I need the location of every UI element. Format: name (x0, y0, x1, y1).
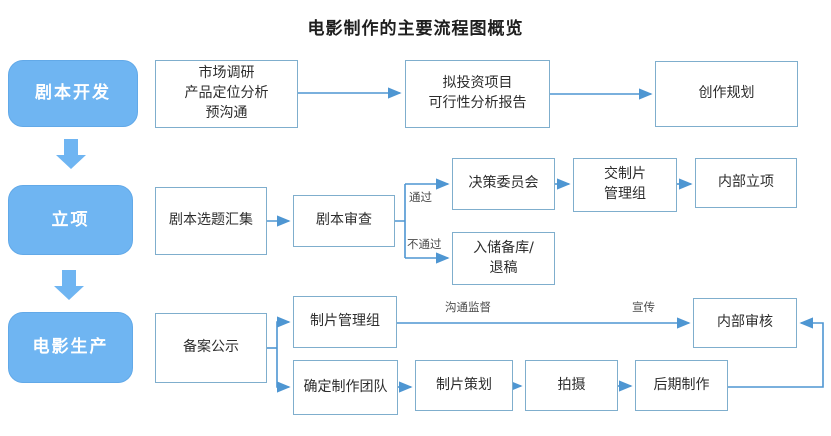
node-label: 拍摄 (557, 376, 586, 393)
node-label: 决策委员会 (468, 175, 539, 192)
node-shooting: 拍摄 (525, 360, 618, 411)
stage-project-initiation: 立项 (8, 185, 133, 255)
node-label: 内部立项 (718, 174, 774, 191)
edge-label-publicity: 宣传 (632, 300, 655, 314)
node-label: 确定制作团队 (303, 378, 388, 395)
node-label: 剧本选题汇集 (169, 212, 253, 229)
node-post-production: 后期制作 (635, 360, 728, 411)
down-arrow-icon (54, 270, 84, 300)
node-script-topic-collection: 剧本选题汇集 (155, 187, 267, 255)
arrow-post-to-review (728, 317, 824, 388)
node-decision-committee: 决策委员会 (452, 158, 555, 210)
node-label: 交制片 管理组 (604, 166, 646, 202)
node-label: 创作规划 (698, 85, 755, 102)
edge-label-pass: 通过 (409, 190, 432, 204)
node-label: 制片管理组 (310, 313, 380, 330)
node-label: 制片策划 (436, 376, 492, 393)
page-title: 电影制作的主要流程图概览 (307, 19, 524, 39)
node-record-publicity: 备案公示 (155, 313, 267, 383)
edge-label-supervision: 沟通监督 (445, 300, 491, 314)
down-arrow-icon (56, 139, 86, 169)
node-confirm-production-team: 确定制作团队 (293, 360, 398, 415)
stage-film-production: 电影生产 (8, 312, 133, 383)
node-feasibility-report: 拟投资项目 可行性分析报告 (405, 60, 550, 128)
node-script-review: 剧本审查 (293, 195, 395, 247)
stage-label: 立项 (51, 209, 90, 230)
stage-label: 剧本开发 (35, 83, 111, 104)
node-production-mgmt-group: 制片管理组 (293, 296, 397, 348)
line-review-branch (395, 184, 406, 258)
node-handover-production-mgmt: 交制片 管理组 (573, 158, 677, 212)
edge-label-fail: 不通过 (407, 237, 442, 251)
node-label: 市场调研 产品定位分析 预沟通 (184, 65, 269, 121)
stage-script-development: 剧本开发 (8, 60, 138, 127)
node-internal-initiation: 内部立项 (695, 158, 797, 208)
node-label: 入储备库/ 退稿 (473, 239, 534, 276)
node-label: 后期制作 (653, 376, 710, 393)
node-label: 备案公示 (183, 339, 239, 356)
arrow-to-production-team (276, 348, 291, 393)
arrow-to-mgmt-group (276, 316, 291, 348)
stage-label: 电影生产 (32, 337, 109, 358)
node-label: 拟投资项目 可行性分析报告 (428, 75, 527, 111)
node-production-planning: 制片策划 (415, 360, 513, 411)
node-label: 内部审核 (717, 314, 773, 331)
node-market-research: 市场调研 产品定位分析 预沟通 (155, 60, 298, 128)
node-creative-planning: 创作规划 (655, 61, 798, 127)
node-internal-review: 内部审核 (693, 298, 797, 348)
node-label: 剧本审查 (316, 212, 372, 229)
node-reserve-or-reject: 入储备库/ 退稿 (452, 232, 555, 285)
